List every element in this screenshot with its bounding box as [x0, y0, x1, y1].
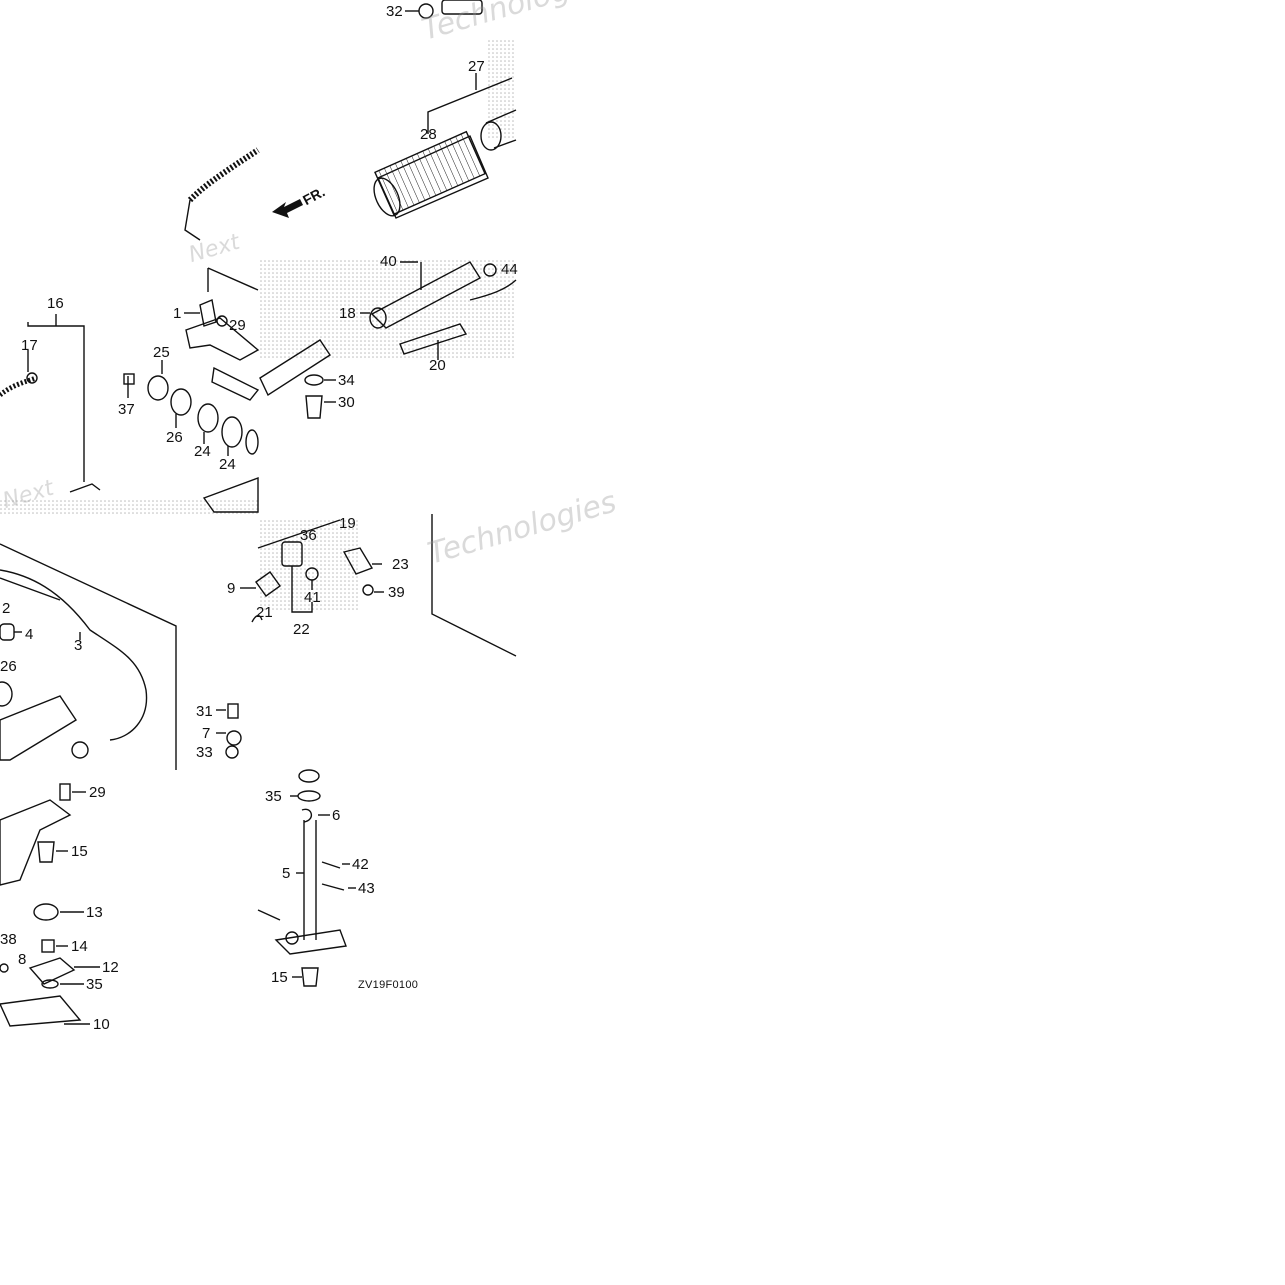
callout-37: 37 — [118, 401, 135, 418]
callout-5: 5 — [282, 865, 291, 882]
callout-24: 24 — [219, 456, 236, 473]
callout-44: 44 — [501, 261, 518, 278]
callout-23: 23 — [392, 556, 409, 573]
callout-8: 8 — [18, 951, 27, 968]
callout-17: 17 — [21, 337, 38, 354]
callout-10: 10 — [93, 1016, 110, 1033]
callout-34: 34 — [338, 372, 355, 389]
callout-32: 32 — [386, 3, 403, 20]
callout-22: 22 — [293, 621, 310, 638]
callout-39: 39 — [388, 584, 405, 601]
callout-38: 38 — [0, 931, 17, 948]
callout-24: 24 — [194, 443, 211, 460]
callout-27: 27 — [468, 58, 485, 75]
callout-25: 25 — [153, 344, 170, 361]
callout-2: 2 — [2, 600, 11, 617]
shading — [0, 40, 516, 610]
callout-1: 1 — [173, 305, 182, 322]
callout-15: 15 — [71, 843, 88, 860]
callout-41: 41 — [304, 589, 321, 606]
callout-26: 26 — [166, 429, 183, 446]
callout-4: 4 — [25, 626, 34, 643]
callout-21: 21 — [256, 604, 273, 621]
callout-16: 16 — [47, 295, 64, 312]
callout-18: 18 — [339, 305, 356, 322]
callout-36: 36 — [300, 527, 317, 544]
callout-3: 3 — [74, 637, 83, 654]
callout-35: 35 — [265, 788, 282, 805]
callout-20: 20 — [429, 357, 446, 374]
callout-9: 9 — [227, 580, 236, 597]
callout-33: 33 — [196, 744, 213, 761]
callout-12: 12 — [102, 959, 119, 976]
callout-29: 29 — [89, 784, 106, 801]
callout-28: 28 — [420, 126, 437, 143]
callout-6: 6 — [332, 807, 341, 824]
callout-15: 15 — [271, 969, 288, 986]
callout-40: 40 — [380, 253, 397, 270]
callout-29: 29 — [229, 317, 246, 334]
callout-14: 14 — [71, 938, 88, 955]
diagram-code: ZV19F0100 — [358, 979, 419, 991]
callout-26: 26 — [0, 658, 17, 675]
callout-7: 7 — [202, 725, 211, 742]
callout-42: 42 — [352, 856, 369, 873]
callout-19: 19 — [339, 515, 356, 532]
callout-13: 13 — [86, 904, 103, 921]
callout-35: 35 — [86, 976, 103, 993]
callout-43: 43 — [358, 880, 375, 897]
front-arrow-icon — [272, 199, 303, 218]
callout-30: 30 — [338, 394, 355, 411]
callout-31: 31 — [196, 703, 213, 720]
